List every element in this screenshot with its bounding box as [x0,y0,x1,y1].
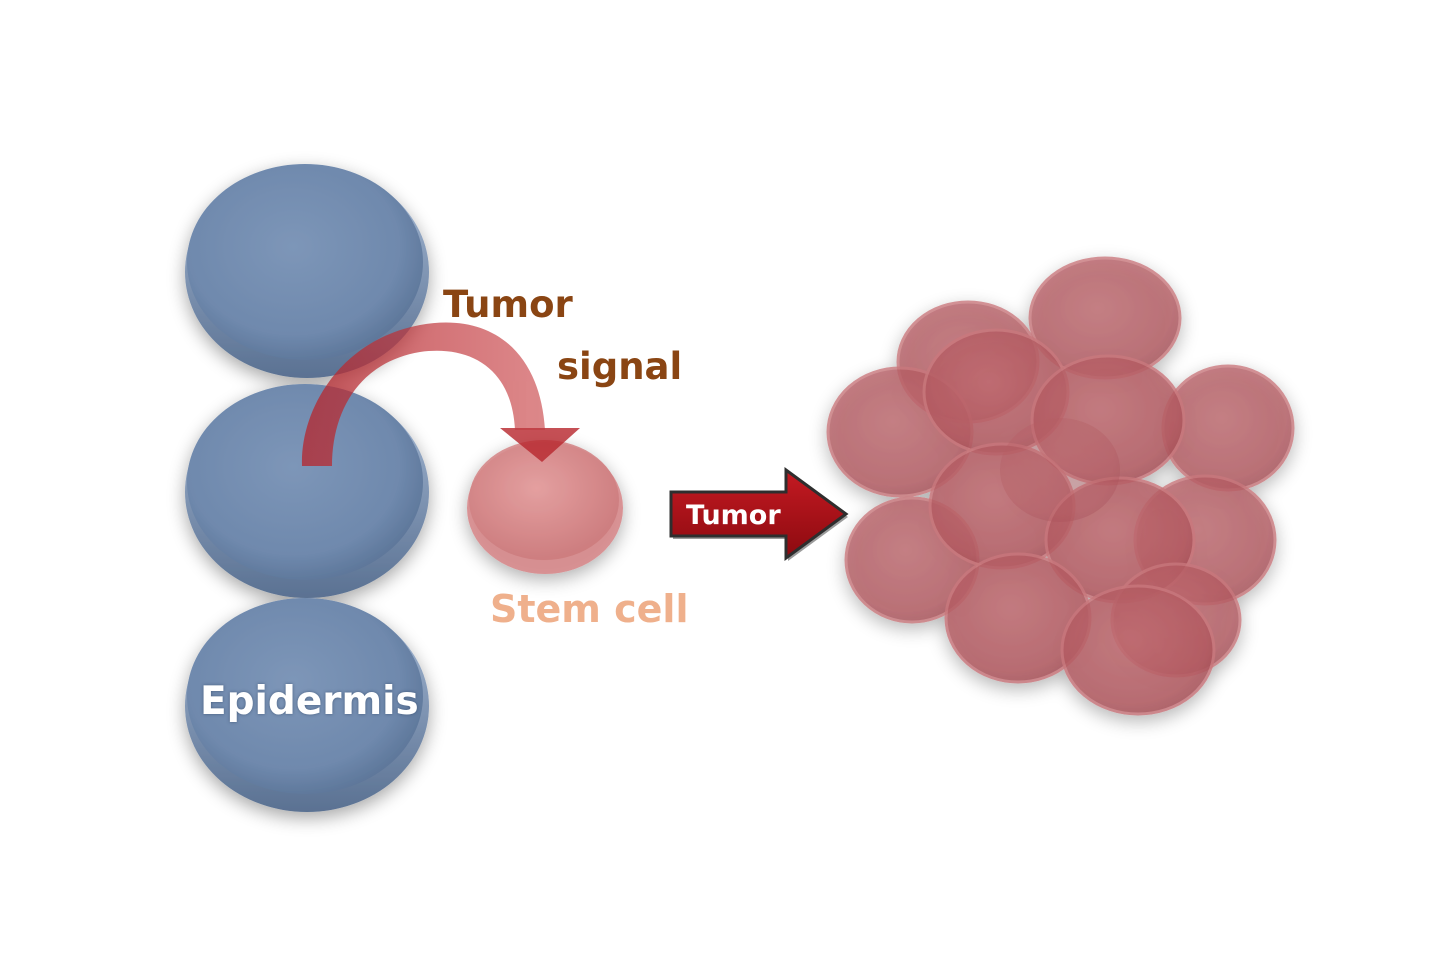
tumor-signal-label-line2: signal [557,345,683,388]
epidermis-label: Epidermis [200,679,419,724]
stem-cell-label: Stem cell [490,587,689,631]
tumor-cell [1000,418,1120,522]
tumor-cell [1060,584,1216,716]
tumor-cluster [826,256,1295,716]
stem-cell [467,440,623,574]
epidermis-cells [185,164,429,812]
epidermis-cell-bottom [185,598,429,812]
progression-arrow [669,467,849,561]
progression-arrow-label: Tumor [686,500,781,531]
epidermis-cell-middle [185,384,429,598]
tumor-signal-arrow [301,322,580,466]
epidermis-cell-top [185,164,429,378]
tumor-signal-label-line1: Tumor [443,283,573,326]
